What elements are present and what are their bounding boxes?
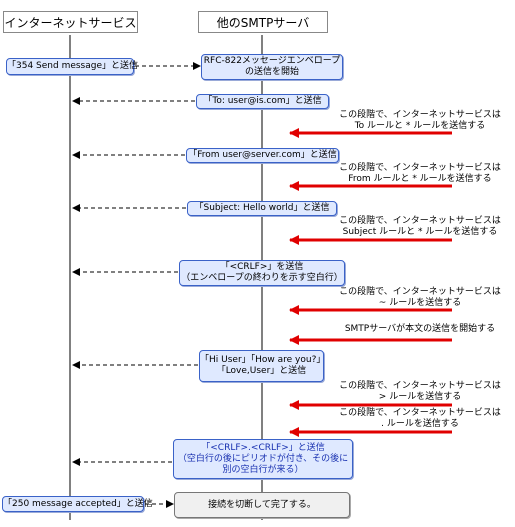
step-send-250-text: 「250 message accepted」と送信 bbox=[3, 498, 153, 509]
step-send-subject: 「Subject: Hello world」と送信 bbox=[187, 201, 337, 216]
note-gt-rule-line1: この段階で、インターネットサービスは bbox=[339, 381, 501, 391]
step-rfc822-line1: RFC-822メッセージエンベロープ bbox=[203, 56, 341, 66]
note-tilde-rule-line1: この段階で、インターネットサービスは bbox=[339, 287, 501, 297]
step-send-to: 「To: user@is.com」と送信 bbox=[196, 94, 329, 109]
step-send-to-text: 「To: user@is.com」と送信 bbox=[203, 96, 322, 106]
step-close-text: 接続を切断して完了する。 bbox=[208, 499, 316, 510]
header-internet-service: インターネットサービス bbox=[3, 11, 138, 33]
step-send-354-text: 「354 Send message」と送信 bbox=[7, 61, 139, 71]
step-rfc822-envelope: RFC-822メッセージエンベロープ の送信を開始 bbox=[201, 54, 343, 80]
note-to-rule-line1: この段階で、インターネットサービスは bbox=[339, 110, 501, 120]
step-send-250: 「250 message accepted」と送信 bbox=[2, 496, 153, 512]
step-send-from: 「From user@server.com」と送信 bbox=[186, 148, 339, 163]
note-from-rule-line2: From ルールと * ルールを送信する bbox=[348, 174, 492, 184]
step-send-from-text: 「From user@server.com」と送信 bbox=[188, 150, 337, 160]
note-from-rule: この段階で、インターネットサービスは From ルールと * ルールを送信する bbox=[330, 163, 510, 185]
step-send-crlf: 「<CRLF>」を送信 （エンベロープの終わりを示す空白行） bbox=[179, 260, 345, 286]
note-to-rule: この段階で、インターネットサービスは To ルールと * ルールを送信する bbox=[330, 110, 510, 132]
step-send-crlf-line2: （エンベロープの終わりを示す空白行） bbox=[181, 273, 343, 283]
step-send-crlf-line1: 「<CRLF>」を送信 bbox=[220, 262, 304, 272]
note-tilde-rule: この段階で、インターネットサービスは ~ ルールを送信する bbox=[330, 287, 510, 309]
step-end-line3: 別の空白行が来る） bbox=[222, 464, 304, 475]
note-dot-rule-line1: この段階で、インターネットサービスは bbox=[339, 408, 501, 418]
step-rfc822-line2: の送信を開始 bbox=[244, 67, 299, 77]
note-dot-rule-line2: . ルールを送信する bbox=[381, 419, 459, 429]
step-send-body-line1: 「Hi User」「How are you?」 bbox=[200, 355, 326, 365]
step-end-line1: 「<CRLF>.<CRLF>」と送信 bbox=[201, 442, 325, 453]
note-tilde-rule-line2: ~ ルールを送信する bbox=[378, 298, 462, 308]
step-send-354: 「354 Send message」と送信 bbox=[6, 58, 139, 75]
step-send-body: 「Hi User」「How are you?」 「Love,User」と送信 bbox=[199, 350, 326, 382]
note-smtp-body: SMTPサーバが本文の送信を開始する bbox=[330, 324, 510, 335]
header-smtp-server: 他のSMTPサーバ bbox=[198, 11, 328, 33]
step-send-subject-text: 「Subject: Hello world」と送信 bbox=[194, 203, 330, 213]
note-subject-rule: この段階で、インターネットサービスは Subject ルールと * ルールを送信… bbox=[330, 216, 510, 238]
step-send-end-of-data: 「<CRLF>.<CRLF>」と送信 （空白行の後にピリオドが付き、その後に 別… bbox=[173, 439, 353, 479]
note-subject-rule-line2: Subject ルールと * ルールを送信する bbox=[342, 227, 498, 237]
note-subject-rule-line1: この段階で、インターネットサービスは bbox=[339, 216, 501, 226]
step-end-line2: （空白行の後にピリオドが付き、その後に bbox=[177, 453, 349, 464]
note-from-rule-line1: この段階で、インターネットサービスは bbox=[339, 163, 501, 173]
note-dot-rule: この段階で、インターネットサービスは . ルールを送信する bbox=[330, 408, 510, 430]
note-gt-rule: この段階で、インターネットサービスは > ルールを送信する bbox=[330, 381, 510, 403]
note-to-rule-line2: To ルールと * ルールを送信する bbox=[354, 121, 486, 131]
step-close-connection: 接続を切断して完了する。 bbox=[174, 492, 350, 518]
note-gt-rule-line2: > ルールを送信する bbox=[378, 392, 462, 402]
step-send-body-line2: 「Love,User」と送信 bbox=[216, 366, 307, 376]
note-smtp-body-text: SMTPサーバが本文の送信を開始する bbox=[344, 324, 496, 334]
